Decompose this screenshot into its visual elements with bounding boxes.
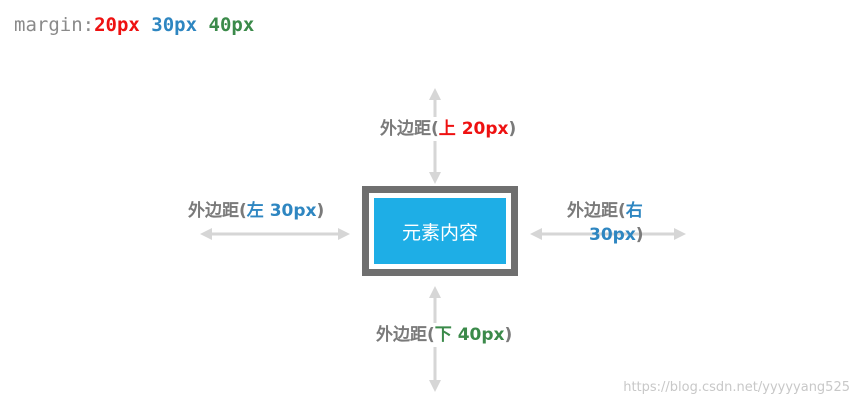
margin-property: margin: (14, 14, 95, 36)
margin-value-top: 20px (94, 14, 140, 36)
label-right-side: 右 (625, 201, 643, 221)
left-margin-arrow (200, 228, 350, 240)
margin-value-horizontal: 30px (151, 14, 198, 36)
right-margin-arrow (530, 228, 686, 240)
label-left-side: 左 (246, 201, 264, 221)
watermark: https://blog.csdn.net/yyyyyang525 (623, 380, 850, 395)
label-bottom-side: 下 (434, 325, 452, 345)
margin-value-bottom: 40px (208, 14, 255, 36)
label-bottom-margin: 外边距(下 40px) (376, 323, 513, 347)
label-left-value: 30px (263, 201, 317, 221)
label-left-margin: 外边距(左 30px) (188, 201, 325, 221)
label-top-value: 20px (455, 119, 509, 139)
element-content: 元素内容 (374, 198, 506, 264)
label-right-value: 30px (589, 225, 636, 245)
css-margin-code: margin:20px 30px 40px (14, 12, 254, 38)
element-border-box: 元素内容 (362, 186, 518, 276)
label-top-margin: 外边距(上 20px) (380, 117, 517, 141)
label-bottom-value: 40px (451, 325, 505, 345)
label-top-side: 上 (438, 119, 456, 139)
label-right-margin: 外边距(右 30px) (567, 201, 644, 245)
